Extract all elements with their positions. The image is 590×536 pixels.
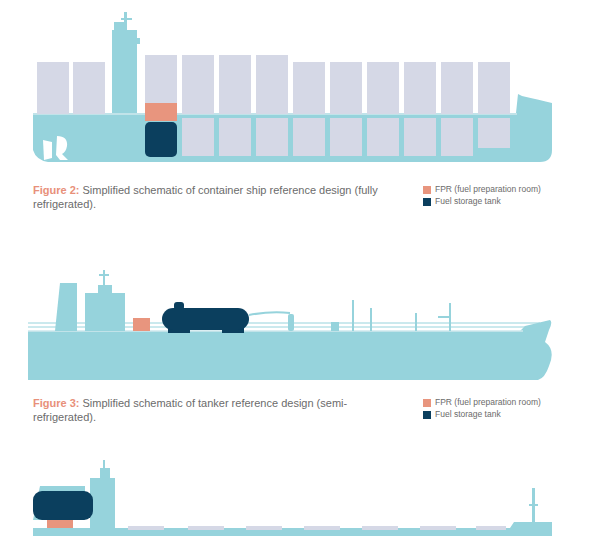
mast	[103, 270, 105, 286]
legend-entry: Fuel storage tank	[423, 196, 501, 207]
legend-entry: FPR (fuel preparation room)	[423, 397, 541, 408]
hull	[33, 522, 552, 536]
legend-entry: FPR (fuel preparation room)	[423, 184, 541, 195]
legend-text: Fuel storage tank	[435, 196, 501, 207]
legend-swatch	[423, 198, 431, 206]
legend-text: FPR (fuel preparation room)	[435, 184, 541, 195]
legend-swatch	[423, 186, 431, 194]
figure-caption: Figure 2:Simplified schematic of contain…	[33, 183, 383, 211]
funnel	[55, 283, 77, 331]
fpr	[145, 103, 177, 121]
legend-swatch	[423, 411, 431, 419]
fuel-tank	[145, 122, 177, 157]
mast-bar	[121, 18, 132, 20]
legend-text: FPR (fuel preparation room)	[435, 397, 541, 408]
legend-entry: Fuel storage tank	[423, 409, 501, 420]
rudder	[56, 136, 68, 160]
manifold	[288, 314, 294, 331]
fore-mast-bar	[529, 504, 538, 506]
deck-containers	[37, 55, 510, 114]
figure-number: Figure 3:	[33, 397, 79, 409]
mast	[124, 12, 127, 34]
caption-text: Simplified schematic of container ship r…	[33, 184, 378, 210]
deck-masts	[331, 300, 451, 331]
fpr	[133, 318, 150, 331]
container-ship	[33, 12, 552, 162]
tanker	[28, 270, 552, 380]
propeller	[43, 140, 52, 160]
bridge-wing	[130, 38, 140, 44]
gas-carrier-partial	[33, 460, 552, 536]
caption-text: Simplified schematic of tanker reference…	[33, 397, 347, 423]
mast	[103, 460, 105, 470]
bridge	[98, 285, 112, 294]
figure-number: Figure 2:	[33, 184, 79, 196]
legend-swatch	[423, 399, 431, 407]
hatch-covers	[128, 526, 506, 530]
superstructure	[85, 293, 125, 331]
fuel-tank	[162, 308, 249, 330]
fuel-tank	[33, 491, 93, 520]
superstructure	[90, 478, 115, 536]
figure-caption: Figure 3:Simplified schematic of tanker …	[33, 396, 383, 424]
hold-containers	[182, 118, 510, 156]
legend-text: Fuel storage tank	[435, 409, 501, 420]
tank-dome	[174, 302, 184, 310]
fuel-pipe	[249, 312, 290, 315]
bridge-top	[114, 22, 124, 32]
mast-bar	[99, 274, 109, 276]
hull	[33, 94, 552, 162]
